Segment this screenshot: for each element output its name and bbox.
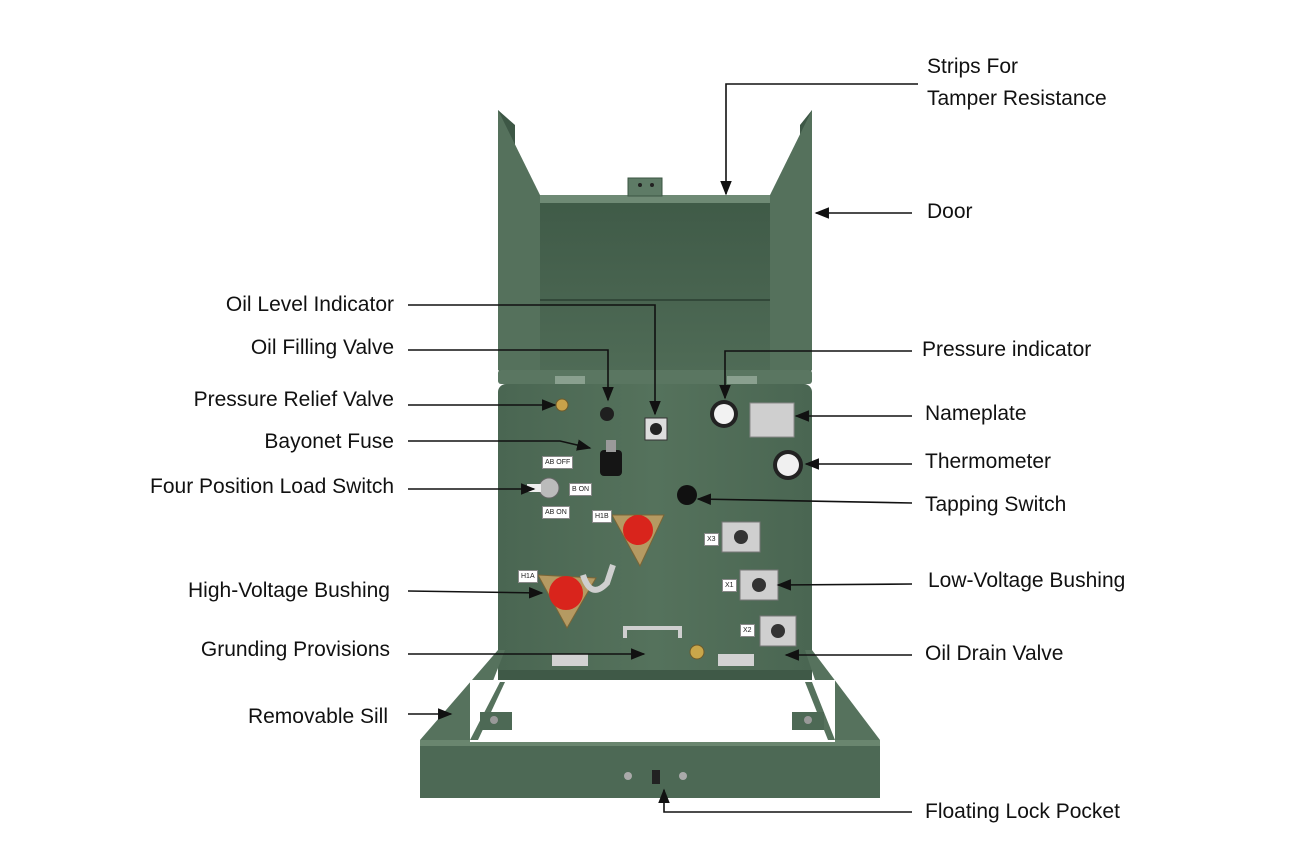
hv-bushing-h1b xyxy=(611,514,665,568)
label-nameplate: Nameplate xyxy=(925,402,1027,425)
oil-level-indicator-part xyxy=(644,417,668,441)
label-thermometer: Thermometer xyxy=(925,450,1052,473)
pressure-relief-valve-part xyxy=(555,398,569,412)
label-strips-for-tamper-resistance-line1: Strips For xyxy=(927,55,1019,78)
label-four-position-load-switch: Four Position Load Switch xyxy=(150,475,394,498)
label-oil-filling-valve: Oil Filling Valve xyxy=(250,336,394,359)
removable-sill-frame xyxy=(420,650,880,798)
hv-bushing-h1a xyxy=(537,574,597,630)
tag-x3: X3 xyxy=(704,533,719,546)
lv-bushing-x3 xyxy=(721,521,761,553)
label-floating-lock-pocket: Floating Lock Pocket xyxy=(925,800,1120,823)
tapping-switch-part xyxy=(677,485,697,505)
label-low-voltage-bushing: Low-Voltage Bushing xyxy=(928,569,1126,592)
tag-ab-off: AB OFF xyxy=(542,456,574,469)
lv-bushing-x1 xyxy=(739,569,779,601)
leader-lines xyxy=(407,83,918,813)
tag-h1a: H1A xyxy=(518,570,538,583)
lv-bushing-x2 xyxy=(759,615,797,647)
label-pressure-indicator: Pressure indicator xyxy=(922,338,1092,361)
parking-stand xyxy=(580,564,616,593)
tag-b-on: B ON xyxy=(569,483,593,496)
label-high-voltage-bushing: High-Voltage Bushing xyxy=(188,579,390,602)
label-tapping-switch: Tapping Switch xyxy=(925,493,1067,516)
tag-x1: X1 xyxy=(722,579,737,592)
oil-filling-valve-part xyxy=(600,407,614,421)
label-bayonet-fuse: Bayonet Fuse xyxy=(264,430,394,453)
label-oil-level-indicator: Oil Level Indicator xyxy=(225,293,394,316)
label-door: Door xyxy=(927,200,973,223)
label-strips-for-tamper-resistance-line2: Tamper Resistance xyxy=(927,87,1107,110)
label-grunding-provisions: Grunding Provisions xyxy=(200,638,390,661)
label-removable-sill: Removable Sill xyxy=(247,705,388,728)
pressure-indicator-part xyxy=(710,400,738,428)
bayonet-fuse-part xyxy=(600,440,622,476)
thermometer-part xyxy=(773,450,803,480)
label-oil-drain-valve: Oil Drain Valve xyxy=(925,642,1064,665)
label-pressure-relief-valve: Pressure Relief Valve xyxy=(193,388,394,411)
nameplate-part xyxy=(749,402,795,438)
grounding-handle xyxy=(552,626,754,666)
tag-x2: X2 xyxy=(740,624,755,637)
tag-h1b: H1B xyxy=(592,510,612,523)
tag-ab-on: AB ON xyxy=(542,506,570,519)
oil-drain-valve-part xyxy=(689,644,705,660)
